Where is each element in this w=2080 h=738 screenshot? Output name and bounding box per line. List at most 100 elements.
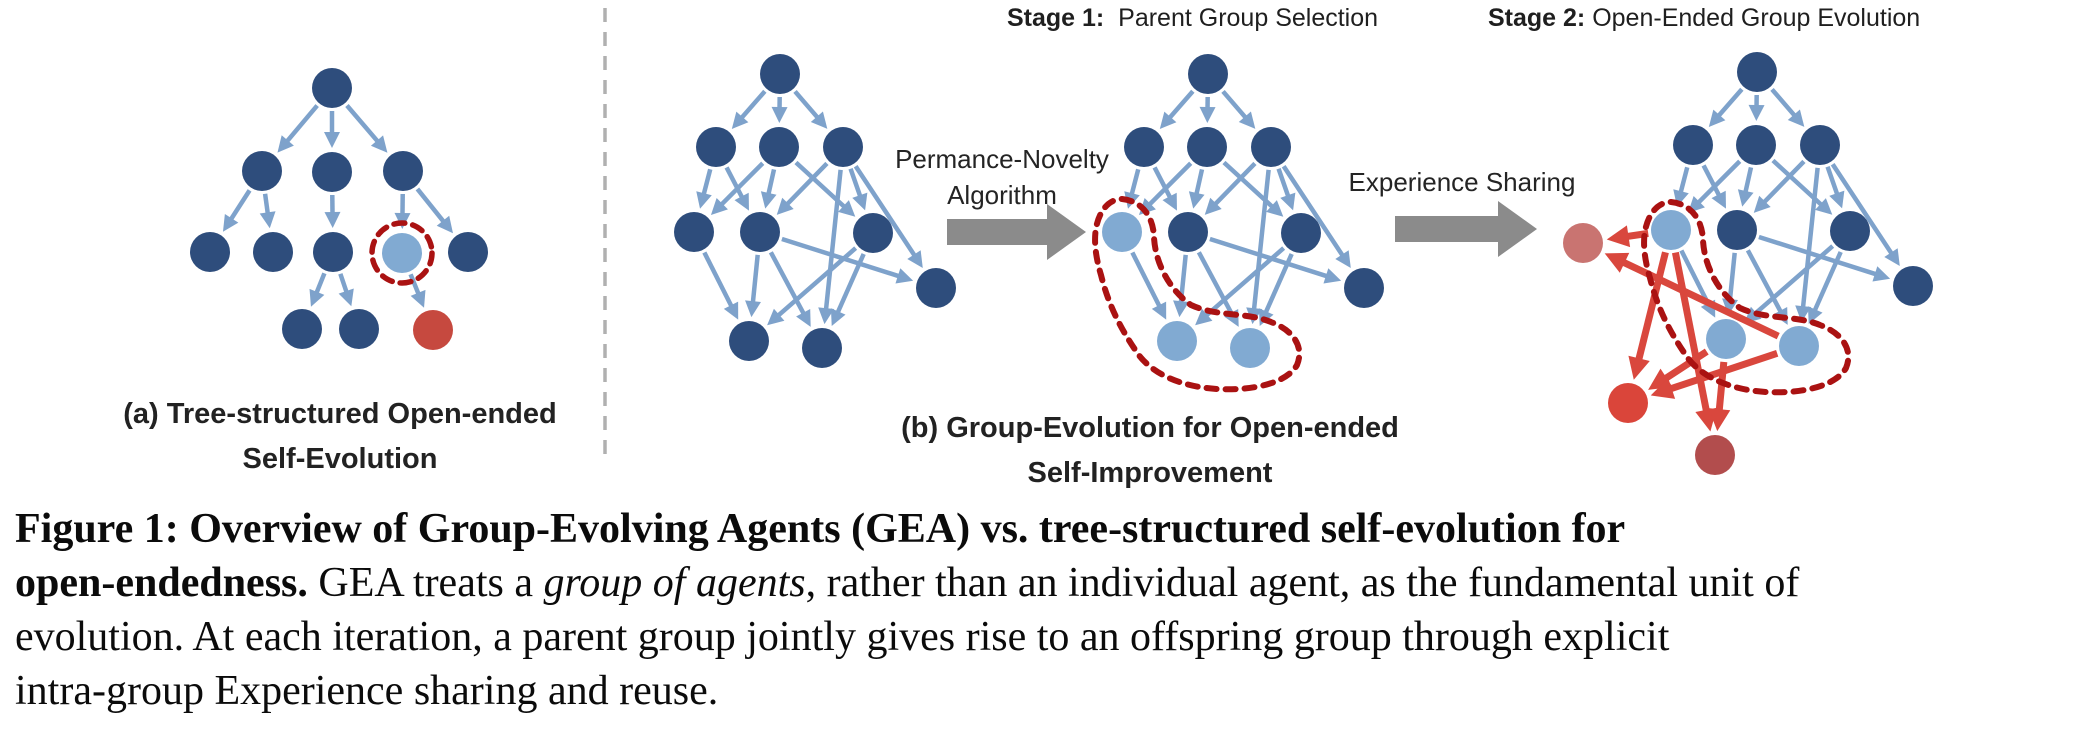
tree-edge-arrowhead	[838, 200, 856, 217]
algorithm-arrow-label-line2: Algorithm	[947, 180, 1057, 210]
tree-edge	[750, 254, 760, 309]
tree-edge-arrowhead	[1787, 109, 1805, 127]
tree-edge	[1614, 255, 1780, 340]
tree-node	[802, 328, 842, 368]
tree-node	[382, 233, 422, 273]
tree-edge	[1661, 349, 1779, 395]
tree-edge-arrowhead	[1737, 189, 1754, 207]
tree-edge-arrowhead	[1335, 250, 1351, 268]
tree-node	[1695, 435, 1735, 475]
tree-edge	[781, 161, 829, 211]
tree-edge-arrowhead	[410, 289, 426, 308]
tree-edge-arrowhead	[907, 250, 923, 268]
tree-edge-arrowhead	[796, 308, 811, 327]
tree-edge	[1633, 251, 1669, 369]
tree-node	[383, 151, 423, 191]
tree-edge-arrowhead	[1266, 200, 1284, 217]
tree-node	[759, 127, 799, 167]
tree-node	[1717, 210, 1757, 250]
tree-edge-arrowhead	[1159, 111, 1177, 129]
tree-edge	[1261, 253, 1294, 319]
parent-group-outline	[1092, 195, 1303, 393]
parent-group-outline	[1641, 198, 1852, 396]
tree-node	[312, 152, 352, 192]
tree-edge	[768, 251, 809, 321]
tree-edge	[281, 104, 319, 148]
tree-node	[190, 232, 230, 272]
tree-node	[1608, 383, 1648, 423]
panel-b-caption-line2: Self-Improvement	[1027, 457, 1273, 489]
tree-node	[1800, 125, 1840, 165]
tree-edge	[833, 253, 866, 319]
tree-edge-arrowhead	[1708, 109, 1726, 127]
tree-node	[448, 232, 488, 272]
tree-edge	[1745, 249, 1786, 319]
tree-node	[1188, 54, 1228, 94]
tree-edge-arrowhead	[222, 214, 239, 232]
tree-edge-arrowhead	[324, 132, 340, 148]
tree-node	[760, 54, 800, 94]
tree-node	[1230, 328, 1270, 368]
selected-node-ring	[369, 220, 435, 286]
caption-line-4: intra-group Experience sharing and reuse…	[15, 668, 719, 714]
tree-edge	[1143, 161, 1193, 211]
tree-edge-arrowhead	[1238, 111, 1256, 129]
tree-edge	[1222, 160, 1279, 213]
tree-edge	[1196, 251, 1237, 321]
tree-edge-arrowhead	[696, 191, 712, 209]
tree-edge-arrowhead	[895, 268, 914, 284]
stage-1-prefix: Stage 1:	[1007, 4, 1105, 32]
tree-edge-arrowhead	[771, 106, 788, 124]
tree-edge	[1692, 159, 1742, 209]
tree-node	[1893, 266, 1933, 306]
tree-edge-arrowhead	[1708, 408, 1731, 432]
tree-edge-arrowhead	[1199, 106, 1216, 124]
tree-edge	[1771, 158, 1828, 211]
tree-node	[853, 213, 893, 253]
tree-edge-arrowhead	[830, 308, 846, 327]
tree-edge-arrowhead	[723, 301, 739, 320]
tree-node	[674, 212, 714, 252]
tree-edge-arrowhead	[324, 211, 341, 229]
tree-node	[253, 232, 293, 272]
tree-edge	[794, 160, 851, 213]
tree-node	[339, 309, 379, 349]
figure-caption: Figure 1: Overview of Group-Evolving Age…	[15, 502, 2073, 718]
panel-a-caption-line1: (a) Tree-structured Open-ended	[123, 398, 557, 430]
tree-edge	[1800, 167, 1820, 314]
tree-node	[1706, 319, 1746, 359]
caption-line-3: evolution. At each iteration, a parent g…	[15, 614, 1670, 660]
tree-edge	[1281, 164, 1348, 262]
tree-edge	[715, 161, 765, 211]
tree-edge	[415, 187, 450, 228]
tree-edge	[1251, 169, 1271, 316]
tree-edge-arrowhead	[1815, 198, 1833, 215]
tree-edge-arrowhead	[1162, 192, 1177, 211]
stage-2-prefix: Stage 2:	[1488, 4, 1586, 32]
tree-edge-arrowhead	[1151, 301, 1167, 320]
tree-edge-arrowhead	[745, 300, 761, 318]
tree-node	[1102, 212, 1142, 252]
figure-canvas	[190, 8, 1933, 475]
tree-node	[1157, 321, 1197, 361]
tree-node	[1187, 127, 1227, 167]
tree-edge-arrowhead	[1872, 266, 1891, 282]
tree-edge	[345, 104, 384, 148]
tree-edge-arrowhead	[731, 111, 749, 129]
tree-node	[1251, 127, 1291, 167]
tree-edge-arrowhead	[818, 307, 835, 325]
algorithm-arrow-label: Permance-Novelty Algorithm	[852, 141, 1152, 213]
tree-edge	[1200, 246, 1286, 322]
tree-node	[823, 127, 863, 167]
tree-edge	[823, 169, 843, 316]
tree-node	[916, 268, 956, 308]
tree-edge-arrowhead	[1807, 306, 1823, 325]
tree-edge-arrowhead	[852, 192, 868, 211]
panel-b-caption: (b) Group-Evolution for Open-ended Self-…	[900, 406, 1400, 496]
tree-edge-arrowhead	[1748, 104, 1765, 122]
tree-node	[740, 212, 780, 252]
stage-1-title: Parent Group Selection	[1104, 4, 1379, 32]
tree-node	[1673, 125, 1713, 165]
tree-edge-arrowhead	[1829, 190, 1845, 209]
